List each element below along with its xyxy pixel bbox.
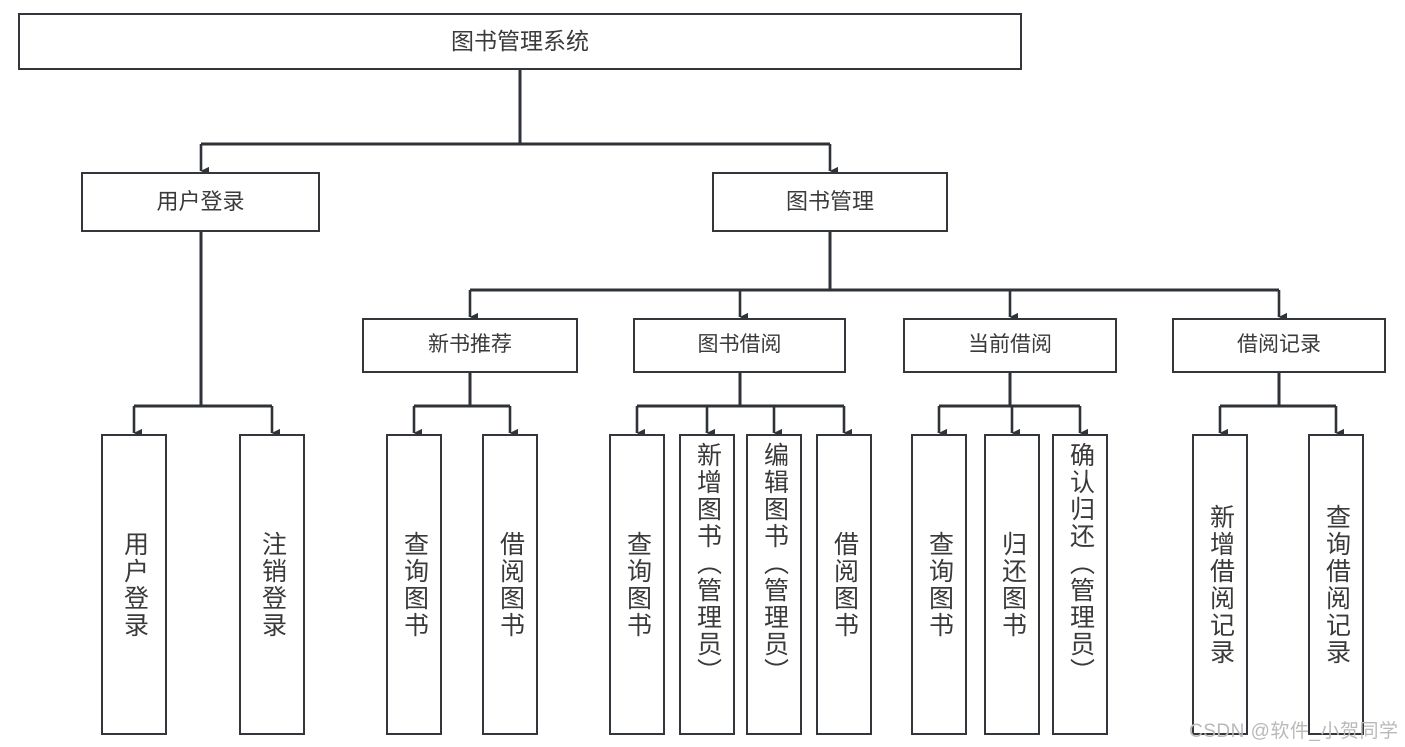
node-label: 借阅记录 [1237, 333, 1321, 357]
node-label: 新书推荐 [428, 333, 512, 357]
node-label: 借阅图书 [496, 530, 525, 639]
node-label: 查询图书 [623, 530, 652, 639]
node-book-borrow[interactable]: 图书借阅 [633, 318, 846, 373]
node-new-book-rec[interactable]: 新书推荐 [362, 318, 578, 373]
node-root[interactable]: 图书管理系统 [18, 13, 1022, 70]
node-label: 查询图书 [925, 530, 954, 639]
node-leaf-query-book-2[interactable]: 查询图书 [609, 434, 665, 735]
node-label: 新增借阅记录 [1206, 503, 1235, 666]
node-label: 注销登录 [258, 530, 287, 639]
node-label: 归还图书 [998, 530, 1027, 639]
node-label: 确认归还（管理员） [1066, 442, 1095, 685]
node-label: 当前借阅 [968, 333, 1052, 357]
node-leaf-query-book-1[interactable]: 查询图书 [386, 434, 442, 735]
node-book-manage[interactable]: 图书管理 [712, 172, 948, 232]
node-leaf-return-book[interactable]: 归还图书 [984, 434, 1040, 735]
node-label: 编辑图书（管理员） [760, 442, 789, 685]
node-leaf-query-book-3[interactable]: 查询图书 [911, 434, 967, 735]
node-leaf-add-record[interactable]: 新增借阅记录 [1192, 434, 1248, 735]
node-leaf-query-record[interactable]: 查询借阅记录 [1308, 434, 1364, 735]
node-label: 新增图书（管理员） [693, 442, 722, 685]
node-current-borrow[interactable]: 当前借阅 [903, 318, 1117, 373]
node-leaf-borrow-book-1[interactable]: 借阅图书 [482, 434, 538, 735]
node-label: 查询借阅记录 [1322, 503, 1351, 666]
node-label: 查询图书 [400, 530, 429, 639]
node-user-login[interactable]: 用户登录 [81, 172, 320, 232]
node-label: 图书管理系统 [451, 27, 589, 54]
node-label: 图书借阅 [697, 333, 782, 357]
node-leaf-edit-book[interactable]: 编辑图书（管理员） [746, 434, 802, 735]
node-label: 借阅图书 [830, 530, 859, 639]
node-borrow-record[interactable]: 借阅记录 [1172, 318, 1386, 373]
node-leaf-user-login[interactable]: 用户登录 [101, 434, 167, 735]
node-leaf-confirm-return[interactable]: 确认归还（管理员） [1052, 434, 1108, 735]
node-label: 用户登录 [120, 530, 149, 639]
watermark: CSDN @软件_小贺同学 [1189, 721, 1399, 742]
node-label: 用户登录 [156, 189, 245, 215]
node-leaf-add-book[interactable]: 新增图书（管理员） [679, 434, 735, 735]
node-leaf-borrow-book-2[interactable]: 借阅图书 [816, 434, 872, 735]
node-label: 图书管理 [785, 189, 874, 215]
node-leaf-logout[interactable]: 注销登录 [239, 434, 305, 735]
